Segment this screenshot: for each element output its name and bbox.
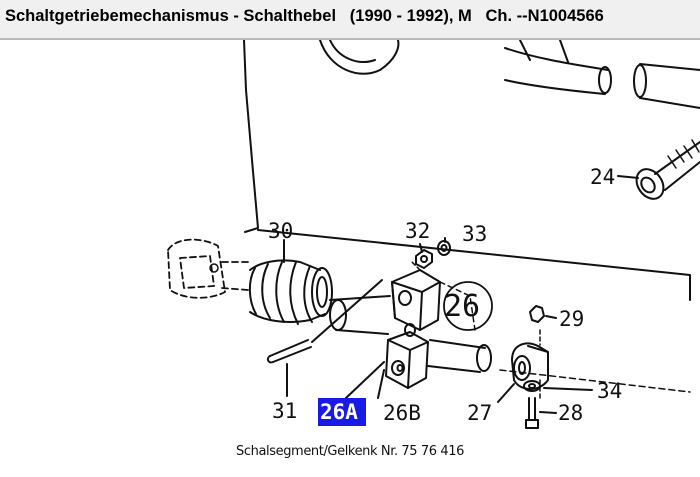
bolt-28 xyxy=(525,397,539,429)
label-27: 27 xyxy=(467,401,492,425)
callout-circle-26 xyxy=(443,281,493,331)
rubber-boot-30 xyxy=(248,259,333,325)
housing-outline-lower xyxy=(257,229,691,301)
parts-diagram: 24 30 32 33 26 29 34 31 26A 26B 27 28 xyxy=(167,40,700,429)
page-title: Schaltgetriebemechanismus - Schalthebel … xyxy=(5,7,604,25)
universal-joint xyxy=(167,238,249,299)
pin-31 xyxy=(266,339,312,364)
bolt-24 xyxy=(635,139,700,200)
housing-boss xyxy=(319,40,400,75)
title-bar: Schaltgetriebemechanismus - Schalthebel … xyxy=(0,0,700,40)
washer-34 xyxy=(523,380,541,392)
bracket-27 xyxy=(511,342,549,390)
selector-block xyxy=(385,269,441,389)
nut-29 xyxy=(529,305,545,323)
label-34: 34 xyxy=(597,379,622,403)
nut-32 xyxy=(415,249,433,269)
shift-shaft xyxy=(329,295,492,373)
selected-part-highlight xyxy=(318,398,366,426)
label-30: 30 xyxy=(268,219,293,243)
label-29: 29 xyxy=(559,307,584,331)
label-26: 26 xyxy=(444,289,480,324)
label-32: 32 xyxy=(405,219,430,243)
label-33: 33 xyxy=(462,222,487,246)
label-26a[interactable]: 26A xyxy=(320,400,358,424)
label-26b: 26B xyxy=(383,401,421,425)
label-28: 28 xyxy=(558,401,583,425)
housing-outline xyxy=(243,40,259,233)
label-24: 24 xyxy=(590,165,615,189)
label-31: 31 xyxy=(272,399,297,423)
part-caption: Schalsegment/Gelkenk Nr. 75 76 416 xyxy=(236,444,464,459)
